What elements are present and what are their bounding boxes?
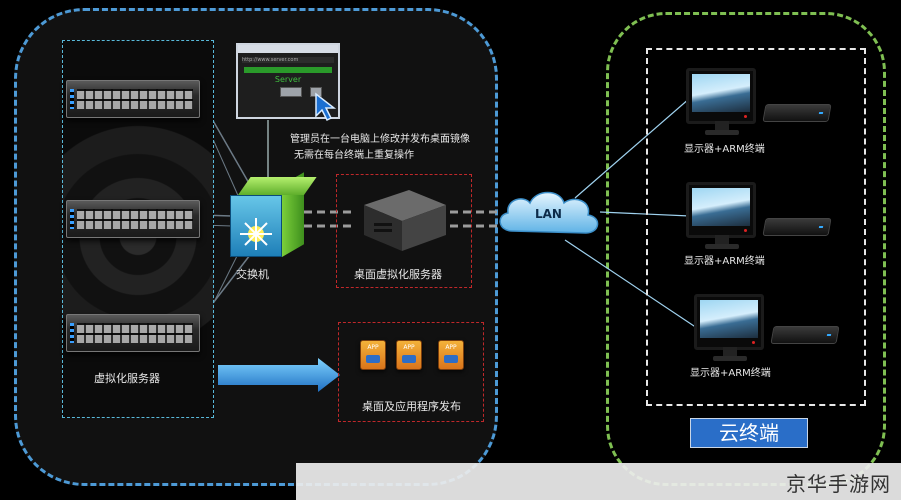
app-icon-label: APP	[403, 344, 415, 351]
link-lan-terminal-1	[574, 97, 691, 199]
mouse-pointer-icon	[315, 92, 337, 122]
app-icon-label: APP	[367, 344, 379, 351]
popup-titlebar	[238, 45, 338, 53]
app-icon-label: APP	[445, 344, 457, 351]
rack-server-2	[66, 200, 200, 238]
cloud-icon	[499, 191, 599, 234]
monitor-icon	[686, 68, 756, 135]
rack-server-3	[66, 314, 200, 352]
app-icon: APP	[360, 340, 386, 370]
app-icon: APP	[396, 340, 422, 370]
link-lan-terminal-3	[564, 239, 701, 331]
watermark-band	[296, 463, 901, 500]
popup-progress-bar	[244, 67, 332, 73]
terminal-label-1: 显示器+ARM终端	[684, 144, 765, 155]
thin-client-icon	[770, 326, 840, 344]
network-switch-icon	[230, 172, 317, 257]
desktop-server-label: 桌面虚拟化服务器	[354, 268, 442, 281]
annotation-line-1: 管理员在一台电脑上修改并发布桌面镜像	[290, 134, 470, 145]
lan-label: LAN	[535, 207, 562, 221]
rack-server-1	[66, 80, 200, 118]
popup-url-field: http://www.server.com	[242, 57, 334, 63]
terminal-label-2: 显示器+ARM终端	[684, 256, 765, 267]
thin-client-icon	[762, 218, 832, 236]
apps-publish-frame	[338, 322, 484, 422]
thin-client-icon	[762, 104, 832, 122]
popup-button-1	[280, 87, 302, 97]
apps-publish-label: 桌面及应用程序发布	[362, 400, 461, 413]
monitor-icon	[694, 294, 764, 361]
cloud-terminal-title: 云终端	[690, 418, 808, 448]
watermark-text: 京华手游网	[786, 472, 891, 496]
server-box-icon	[364, 190, 446, 251]
terminals-frame	[646, 48, 866, 406]
switch-label: 交换机	[236, 268, 269, 281]
annotation-line-2: 无需在每台终端上重复操作	[294, 150, 414, 161]
publish-arrow-icon	[218, 358, 340, 392]
terminal-label-3: 显示器+ARM终端	[690, 368, 771, 379]
link-lan-terminal-2	[599, 211, 691, 217]
monitor-icon	[686, 182, 756, 249]
desktop-server-frame	[336, 174, 472, 288]
server-cluster-label: 虚拟化服务器	[94, 372, 160, 385]
popup-server-label: Server	[274, 75, 302, 84]
app-icon: APP	[438, 340, 464, 370]
